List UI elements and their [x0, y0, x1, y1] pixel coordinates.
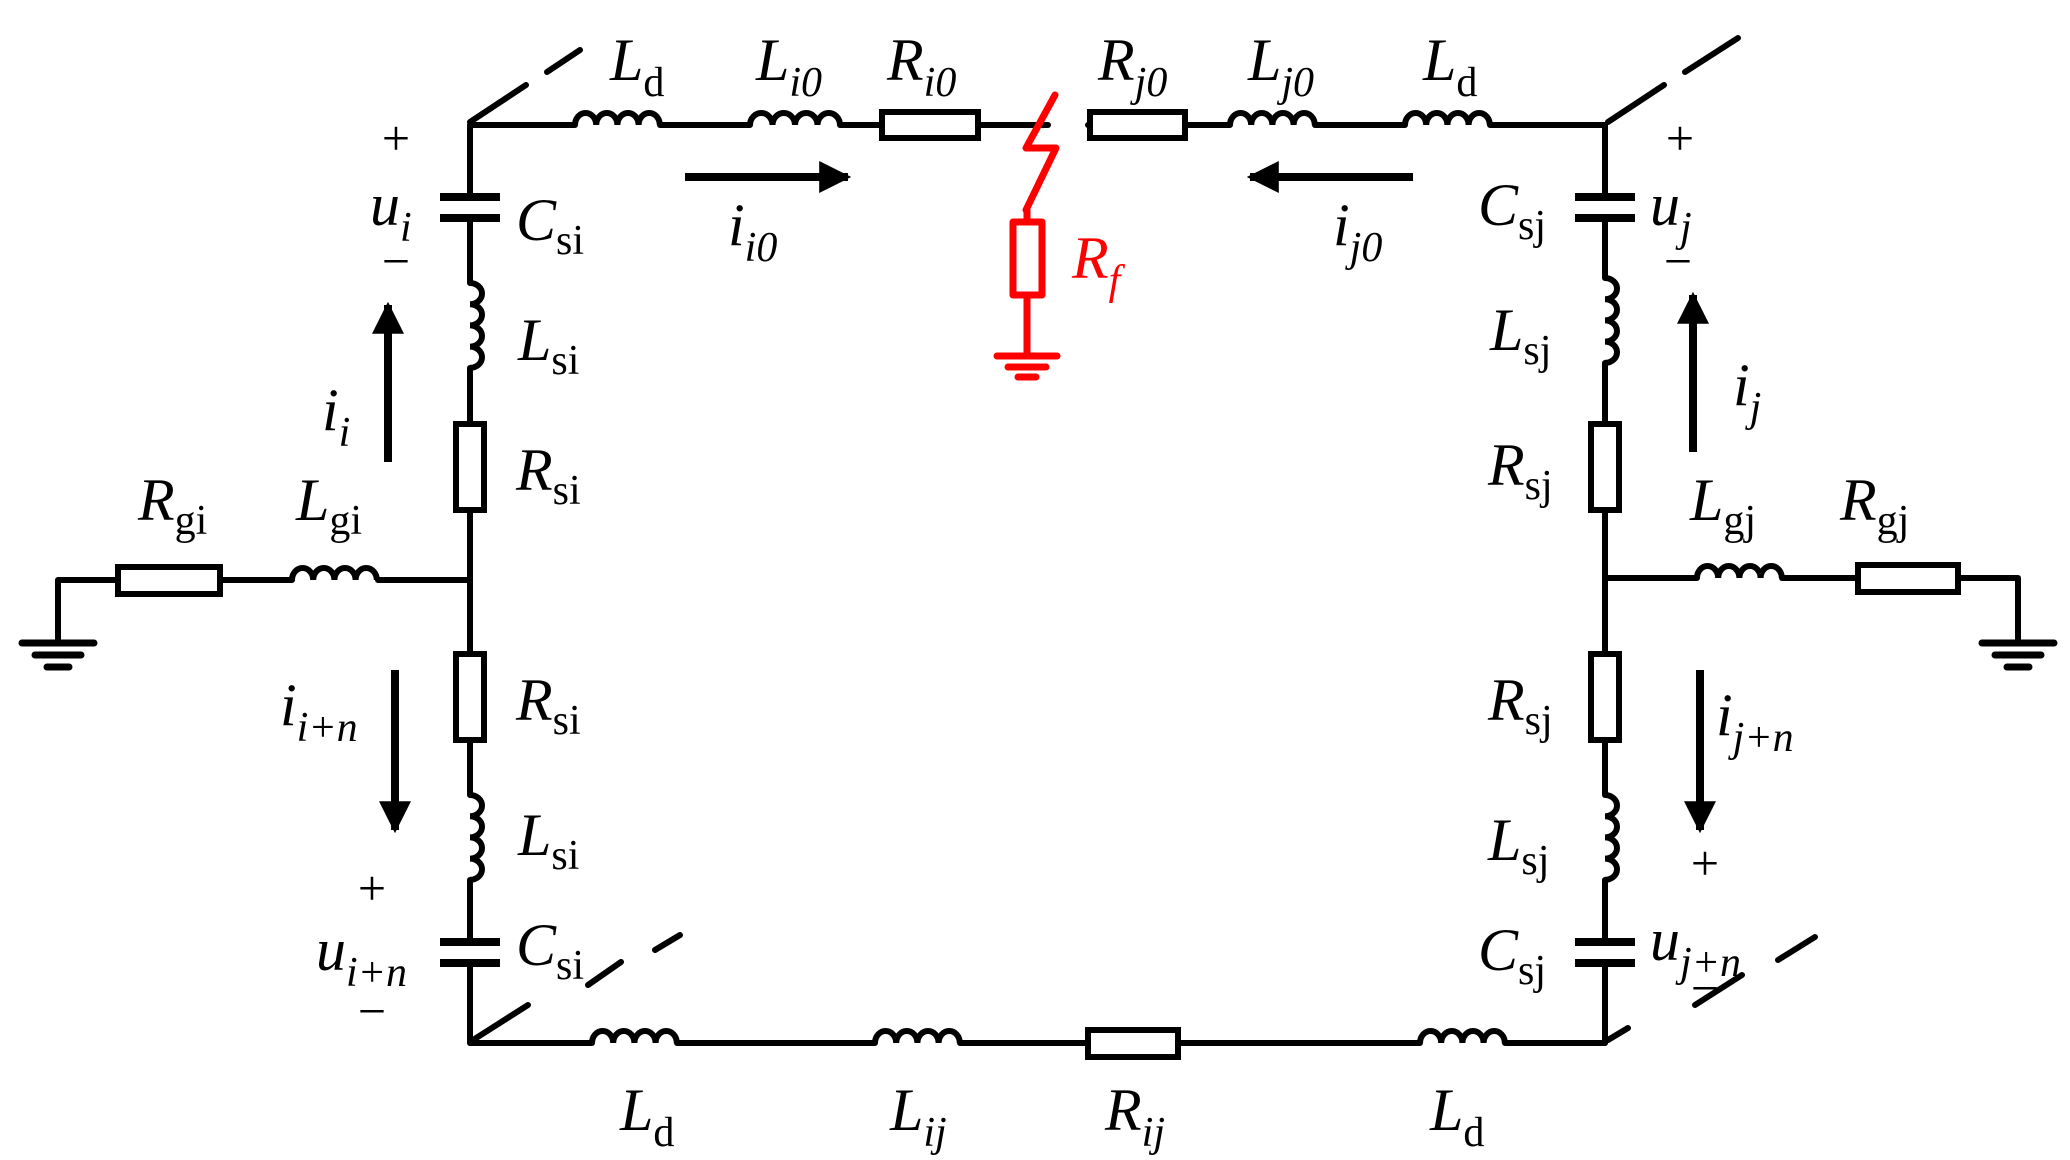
capacitors	[440, 193, 1635, 967]
dashed-bottom-left	[470, 932, 683, 1043]
resistor-rsi-top	[453, 421, 487, 513]
label-ld-top-right: Ld	[1422, 27, 1477, 106]
minus-ui: −	[382, 233, 410, 289]
inductors	[289, 110, 1785, 1044]
resistor-rsi-bot	[453, 651, 487, 743]
resistor-rf	[1009, 218, 1046, 299]
label-ij: ij	[1733, 352, 1761, 431]
inductor-lsi-bot	[469, 792, 485, 883]
label-ld-bot-right: Ld	[1429, 1077, 1484, 1156]
fault-ground	[993, 352, 1061, 381]
inductor-ld-bot-left	[589, 1028, 680, 1044]
label-ri0: Ri0	[886, 27, 956, 106]
polarity-signs: + − + − + − + −	[358, 110, 1719, 1039]
minus-uj: −	[1664, 233, 1692, 289]
ground-right	[1978, 639, 2058, 671]
label-lsj-top: Lsj	[1489, 297, 1551, 374]
label-ld-top-left: Ld	[609, 27, 664, 106]
resistor-rj0	[1087, 109, 1188, 141]
inductor-lgj	[1694, 563, 1785, 579]
resistor-rsj-top	[1588, 421, 1622, 513]
label-lsj-bot: Lsj	[1487, 807, 1549, 884]
label-uj: uj	[1650, 172, 1692, 251]
label-rsj-top: Rsj	[1487, 432, 1553, 509]
fault-bolt	[1022, 91, 1060, 214]
inductor-lgi	[289, 565, 380, 581]
label-ij0: ij0	[1333, 192, 1382, 271]
label-rgi: Rgi	[137, 467, 207, 544]
resistor-rsj-bot	[1588, 651, 1622, 743]
label-ui: ui	[370, 172, 412, 251]
inductor-ld-top-right	[1402, 110, 1493, 126]
label-rj0: Rj0	[1097, 27, 1167, 106]
minus-uin: −	[358, 983, 386, 1039]
resistors	[115, 109, 1961, 1060]
inductor-lj0	[1227, 110, 1318, 126]
inductor-lsj-bot	[1604, 792, 1620, 883]
plus-uj: +	[1666, 110, 1694, 166]
label-iin: ii+n	[280, 672, 358, 751]
plus-ujn: +	[1691, 835, 1719, 891]
label-uin: ui+n	[316, 917, 407, 996]
circuit-wires	[55, 122, 2021, 1046]
dashed-bottom-right	[1605, 934, 1818, 1043]
ground-left	[18, 639, 98, 671]
minus-ujn: −	[1691, 960, 1719, 1016]
label-rsi-bot: Rsi	[515, 667, 581, 744]
label-rsi-top: Rsi	[515, 437, 581, 514]
resistor-rij	[1085, 1027, 1181, 1060]
capacitor-csi-bot	[440, 938, 500, 967]
label-ujn: uj+n	[1650, 907, 1741, 986]
label-lgi: Lgi	[295, 467, 362, 544]
current-arrows	[372, 161, 1716, 834]
capacitor-csj-bot	[1575, 938, 1635, 967]
plus-uin: +	[358, 860, 386, 916]
resistor-ri0	[879, 109, 981, 141]
label-csj-bot: Csj	[1478, 917, 1546, 994]
resistor-rgi	[115, 564, 223, 597]
labels: Ld Li0 Ri0 Rj0 Lj0 Ld ii0 ij0 Rf ui Csi …	[137, 27, 1909, 1156]
label-lgj: Lgj	[1689, 467, 1756, 544]
label-csi-top: Csi	[516, 187, 584, 264]
capacitor-csj-top	[1575, 193, 1635, 222]
ground-symbols	[18, 639, 2058, 671]
plus-ui: +	[382, 110, 410, 166]
label-ld-bot-left: Ld	[619, 1077, 674, 1156]
inductor-ld-bot-right	[1417, 1028, 1508, 1044]
left-ground-branch	[55, 577, 473, 646]
label-rsj-bot: Rsj	[1487, 667, 1553, 744]
label-lj0: Lj0	[1247, 27, 1314, 106]
inductor-lsi-top	[469, 280, 485, 371]
right-ground-branch	[1602, 575, 2021, 646]
label-lij: Lij	[889, 1077, 947, 1156]
fault-branch	[993, 91, 1061, 381]
inductor-lij	[872, 1028, 963, 1044]
label-rgj: Rgj	[1839, 467, 1909, 544]
label-li0: Li0	[755, 27, 822, 106]
label-ii: ii	[322, 377, 350, 456]
label-lsi-bot: Lsi	[517, 802, 579, 879]
resistor-rgj	[1855, 562, 1961, 595]
label-rij: Rij	[1104, 1077, 1165, 1156]
dashed-extensions	[467, 35, 1818, 1043]
label-csj-top: Csj	[1478, 172, 1546, 249]
label-csi-bot: Csi	[516, 912, 584, 989]
inductor-lsj-top	[1604, 275, 1620, 366]
dashed-top-right	[1605, 35, 1741, 125]
inductor-li0	[747, 110, 843, 126]
label-rf: Rf	[1071, 225, 1126, 304]
label-ii0: ii0	[728, 192, 777, 271]
capacitor-csi-top	[440, 193, 500, 222]
label-ijn: ij+n	[1716, 682, 1794, 761]
inductor-ld-top-left	[572, 110, 663, 126]
label-lsi-top: Lsi	[517, 307, 579, 384]
dashed-top-left	[467, 47, 583, 125]
